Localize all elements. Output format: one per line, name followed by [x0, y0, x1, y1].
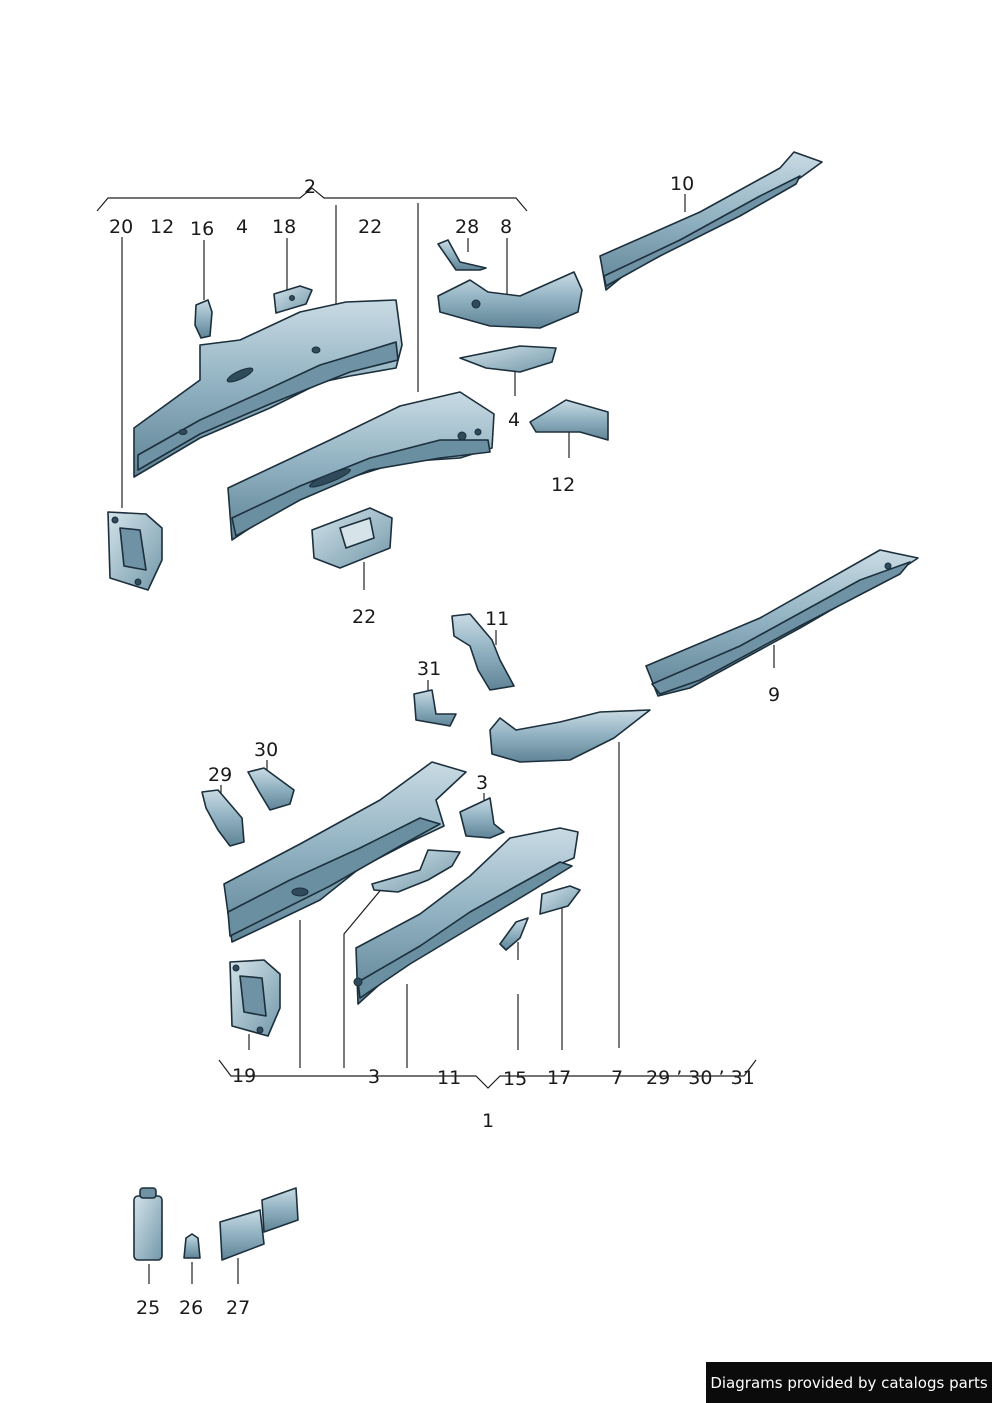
part-10-sill	[599, 151, 823, 291]
label-8: 8	[500, 216, 512, 238]
label-3-lower: 3	[368, 1066, 380, 1088]
part-27-pads	[219, 1187, 299, 1261]
part-9-sill	[645, 549, 919, 697]
label-12-right: 12	[551, 474, 575, 496]
label-30-upper: 30	[254, 739, 278, 761]
part-30-bracket	[247, 767, 295, 811]
part-main-longitudinal	[223, 761, 467, 943]
label-11-lower: 11	[437, 1067, 461, 1089]
label-16: 16	[190, 218, 214, 240]
label-15: 15	[503, 1068, 527, 1090]
part-20-mount-plate	[107, 511, 163, 591]
label-10: 10	[670, 173, 694, 195]
part-15-bracket	[499, 917, 529, 951]
label-20: 20	[109, 216, 133, 238]
part-31-bracket	[413, 689, 457, 727]
part-3-bracket	[459, 797, 505, 839]
footer-credit: Diagrams provided by catalogs parts	[706, 1362, 992, 1403]
label-4-upper: 4	[236, 216, 248, 238]
upper-group-label: 2	[304, 176, 316, 198]
label-9: 9	[768, 684, 780, 706]
part-26-plug	[183, 1233, 201, 1259]
part-4-bracket	[459, 345, 557, 373]
label-29-upper: 29	[208, 764, 232, 786]
label-17: 17	[547, 1067, 571, 1089]
part-8-wheelhouse	[437, 271, 583, 329]
lower-group-label: 1	[482, 1110, 494, 1132]
part-18-plate	[273, 285, 313, 314]
label-12-upper: 12	[150, 216, 174, 238]
upper-group-bracket	[96, 187, 528, 212]
label-22-lower: 22	[352, 606, 376, 628]
part-22-mount-block	[311, 507, 393, 569]
part-19-mount-plate	[229, 959, 281, 1037]
label-3-upper: 3	[476, 772, 488, 794]
part-29-bracket	[201, 789, 245, 847]
part-17-plate	[539, 885, 581, 915]
part-22-long-member	[227, 391, 495, 541]
label-22-upper: 22	[358, 216, 382, 238]
part-12-bracket	[529, 399, 609, 441]
part-25-sealant-cartridge	[133, 1187, 163, 1261]
part-3-small-bracket	[371, 849, 461, 893]
part-11-frame-rail	[353, 827, 579, 1005]
part-28-bracket	[437, 239, 487, 271]
label-25: 25	[136, 1297, 160, 1319]
leader-3-diagonal	[343, 885, 385, 1068]
label-31-upper: 31	[417, 658, 441, 680]
part-7-wheelhouse	[489, 709, 651, 763]
label-29-30-31: 29 ’ 30 ’ 31	[646, 1067, 755, 1089]
label-18: 18	[272, 216, 296, 238]
label-26: 26	[179, 1297, 203, 1319]
label-7: 7	[611, 1067, 623, 1089]
label-11-upper: 11	[485, 608, 509, 630]
label-28: 28	[455, 216, 479, 238]
part-16-bracket	[194, 299, 213, 339]
lower-group-bracket	[218, 1059, 757, 1089]
label-4-right: 4	[508, 409, 520, 431]
label-27: 27	[226, 1297, 250, 1319]
part-12-frame-rail	[133, 299, 403, 478]
part-11-bracket	[451, 613, 515, 691]
